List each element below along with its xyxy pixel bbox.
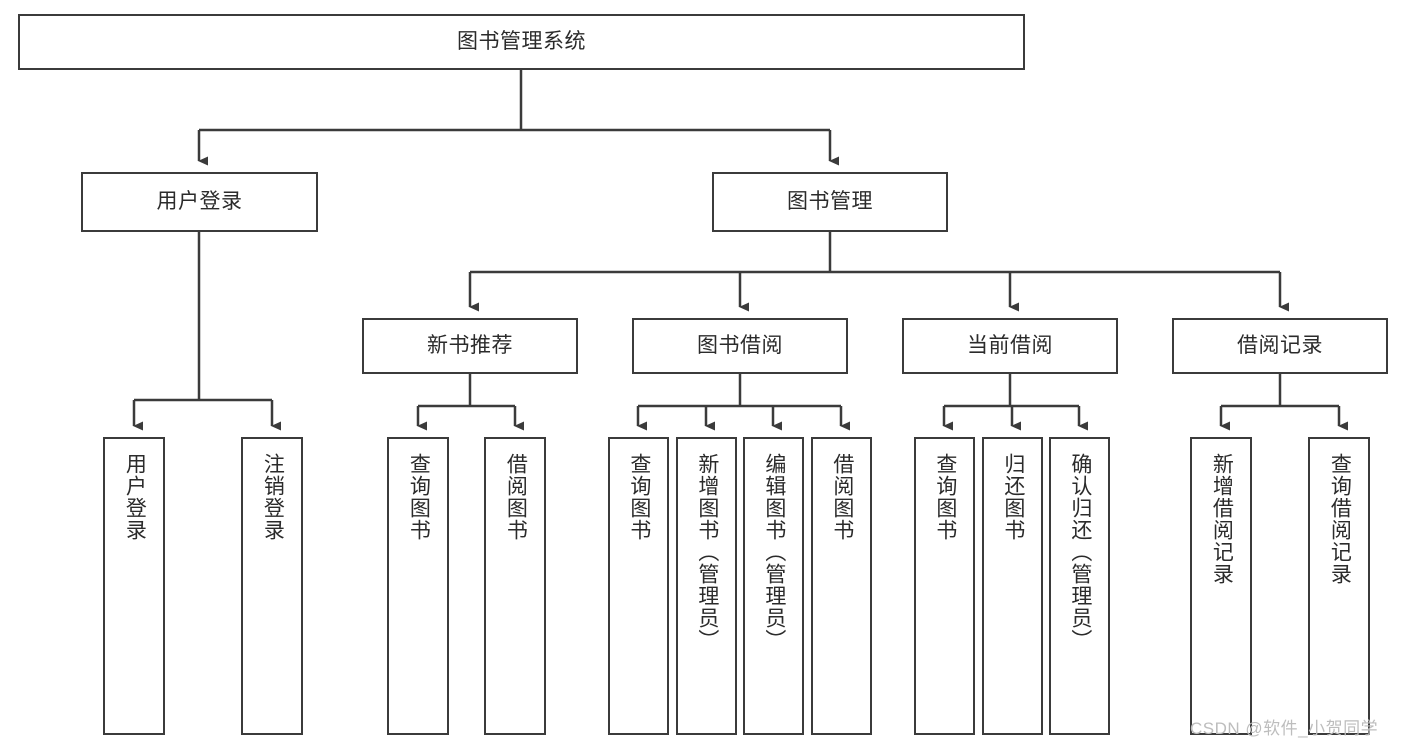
node-label-leaf-return-book: 归还图书 <box>1001 453 1025 541</box>
node-label-book-borrow: 图书借阅 <box>697 333 783 357</box>
node-label-book-manage: 图书管理 <box>787 189 873 213</box>
node-leaf-user-login[interactable]: 用户登录 <box>103 437 165 735</box>
node-leaf-borrow-book-2[interactable]: 借阅图书 <box>811 437 872 735</box>
node-current-borrow[interactable]: 当前借阅 <box>902 318 1118 374</box>
node-leaf-add-borrow-record[interactable]: 新增借阅记录 <box>1190 437 1252 735</box>
node-label-leaf-add-book-admin: 新增图书（管理员） <box>695 453 719 651</box>
node-leaf-query-book-2[interactable]: 查询图书 <box>608 437 669 735</box>
node-leaf-add-book-admin[interactable]: 新增图书（管理员） <box>676 437 737 735</box>
node-label-leaf-query-book-1: 查询图书 <box>407 453 431 541</box>
node-leaf-logout[interactable]: 注销登录 <box>241 437 303 735</box>
node-book-borrow[interactable]: 图书借阅 <box>632 318 848 374</box>
node-label-borrow-record: 借阅记录 <box>1237 333 1323 357</box>
node-label-leaf-add-borrow-record: 新增借阅记录 <box>1210 453 1234 585</box>
node-label-new-book-recommend: 新书推荐 <box>427 333 513 357</box>
node-leaf-query-borrow-record[interactable]: 查询借阅记录 <box>1308 437 1370 735</box>
node-label-user-login: 用户登录 <box>156 189 243 213</box>
node-label-leaf-borrow-book-1: 借阅图书 <box>504 453 528 541</box>
node-root[interactable]: 图书管理系统 <box>18 14 1025 70</box>
node-leaf-query-book-3[interactable]: 查询图书 <box>914 437 975 735</box>
node-book-manage[interactable]: 图书管理 <box>712 172 948 232</box>
node-new-book-recommend[interactable]: 新书推荐 <box>362 318 578 374</box>
node-leaf-edit-book-admin[interactable]: 编辑图书（管理员） <box>743 437 804 735</box>
node-label-leaf-logout: 注销登录 <box>261 453 285 541</box>
node-leaf-return-book[interactable]: 归还图书 <box>982 437 1043 735</box>
node-user-login[interactable]: 用户登录 <box>81 172 318 232</box>
node-label-root: 图书管理系统 <box>457 29 586 53</box>
node-label-leaf-query-book-3: 查询图书 <box>933 453 957 541</box>
node-label-current-borrow: 当前借阅 <box>967 333 1053 357</box>
node-borrow-record[interactable]: 借阅记录 <box>1172 318 1388 374</box>
node-label-leaf-query-borrow-record: 查询借阅记录 <box>1328 453 1352 585</box>
node-label-leaf-edit-book-admin: 编辑图书（管理员） <box>762 453 786 651</box>
node-label-leaf-confirm-return-admin: 确认归还（管理员） <box>1068 453 1092 651</box>
node-leaf-borrow-book-1[interactable]: 借阅图书 <box>484 437 546 735</box>
node-label-leaf-user-login: 用户登录 <box>123 453 147 541</box>
node-leaf-query-book-1[interactable]: 查询图书 <box>387 437 449 735</box>
node-leaf-confirm-return-admin[interactable]: 确认归还（管理员） <box>1049 437 1110 735</box>
csdn-watermark: CSDN @软件_小贺同学 <box>1190 719 1379 738</box>
node-label-leaf-borrow-book-2: 借阅图书 <box>830 453 854 541</box>
node-label-leaf-query-book-2: 查询图书 <box>627 453 651 541</box>
